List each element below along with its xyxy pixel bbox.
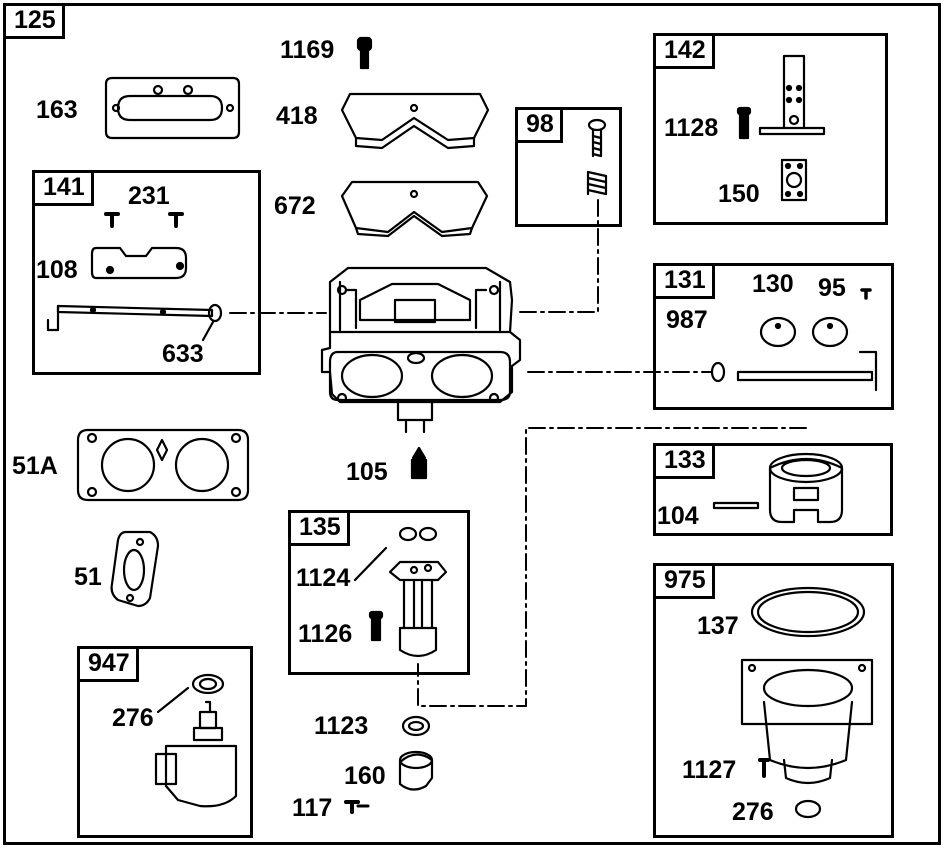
bottom-parts-drawings bbox=[344, 715, 434, 814]
part-label-95: 95 bbox=[818, 274, 846, 302]
part-label-130: 130 bbox=[752, 270, 794, 298]
part-label-108: 108 bbox=[36, 256, 78, 284]
kit-box-98: 98 bbox=[515, 107, 622, 227]
part-label-104: 104 bbox=[657, 502, 699, 530]
part-label-276-kit-975: 276 bbox=[732, 798, 774, 826]
kit-number: 135 bbox=[288, 510, 350, 546]
assembly-number: 125 bbox=[3, 3, 65, 39]
gasket-672-drawing bbox=[340, 180, 489, 238]
part-label-633: 633 bbox=[162, 340, 204, 368]
kit-box-947: 947 bbox=[77, 646, 253, 838]
kit-box-131: 131 bbox=[653, 263, 894, 410]
kit-number: 133 bbox=[653, 443, 715, 479]
part-label-160: 160 bbox=[344, 762, 386, 790]
kit-133-drawings bbox=[712, 452, 844, 524]
kit-box-141: 141 bbox=[32, 170, 261, 375]
part-label-137: 137 bbox=[697, 612, 739, 640]
gasket-51-drawing bbox=[110, 530, 160, 608]
needle-105-drawing bbox=[410, 446, 428, 480]
part-label-51A: 51A bbox=[12, 452, 58, 480]
kit-131-drawings bbox=[710, 288, 878, 392]
part-label-1126: 1126 bbox=[298, 620, 353, 648]
part-label-276-kit-947: 276 bbox=[112, 704, 154, 732]
screw-spring-98-drawing bbox=[586, 118, 608, 196]
kit-947-drawings bbox=[154, 673, 238, 808]
part-label-1124: 1124 bbox=[296, 564, 351, 592]
part-label-150: 150 bbox=[718, 180, 760, 208]
kit-box-142: 142 bbox=[653, 33, 888, 225]
kit-number: 975 bbox=[653, 563, 715, 599]
part-label-418: 418 bbox=[276, 102, 318, 130]
screw-1169-drawing bbox=[356, 36, 373, 70]
part-label-105: 105 bbox=[346, 458, 388, 486]
part-label-987: 987 bbox=[666, 306, 708, 334]
kit-number: 947 bbox=[77, 646, 139, 682]
part-label-1123: 1123 bbox=[314, 712, 369, 740]
part-label-117: 117 bbox=[292, 794, 333, 822]
kit-number: 98 bbox=[515, 107, 563, 143]
kit-box-135: 135 bbox=[288, 510, 470, 675]
kit-number: 131 bbox=[653, 263, 715, 299]
kit-number: 141 bbox=[32, 170, 94, 206]
kit-box-975: 975 bbox=[653, 563, 894, 838]
kit-number: 142 bbox=[653, 33, 715, 69]
assembly-frame: 125 bbox=[3, 3, 941, 845]
leader-lines bbox=[229, 199, 807, 707]
part-label-1128: 1128 bbox=[664, 114, 719, 142]
part-label-163: 163 bbox=[36, 96, 78, 124]
kit-box-133: 133 bbox=[653, 443, 893, 536]
part-label-672: 672 bbox=[274, 192, 316, 220]
kit-135-drawings bbox=[353, 526, 448, 658]
carburetor-body-drawing bbox=[320, 266, 522, 434]
kit-142-drawings bbox=[736, 54, 826, 202]
part-label-1127: 1127 bbox=[682, 756, 737, 784]
plate-418-drawing bbox=[340, 92, 490, 150]
part-label-51: 51 bbox=[74, 563, 102, 591]
gasket-163-drawing bbox=[104, 76, 241, 140]
kit-975-drawings bbox=[740, 586, 874, 819]
part-label-1169: 1169 bbox=[280, 36, 335, 64]
kit-141-drawings bbox=[46, 212, 223, 342]
gasket-51A-drawing bbox=[76, 428, 250, 502]
part-label-231: 231 bbox=[128, 182, 170, 210]
